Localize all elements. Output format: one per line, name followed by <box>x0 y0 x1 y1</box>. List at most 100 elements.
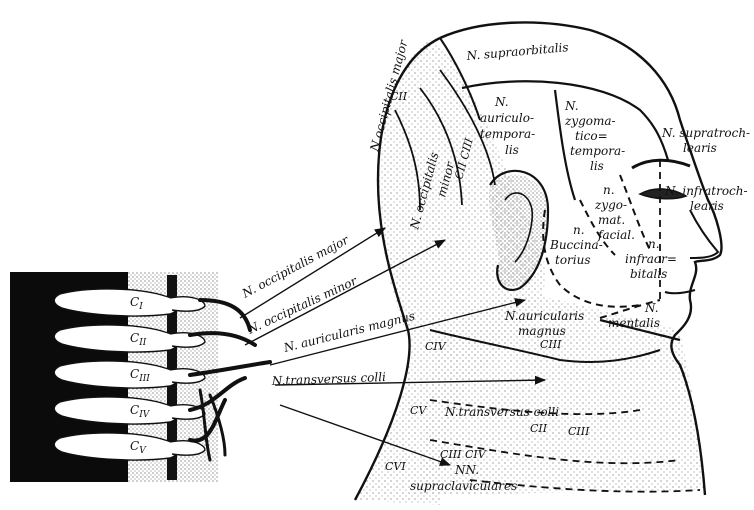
label-supraclaviculares-head: NN. supraclaviculares <box>410 463 517 493</box>
label-mentalis: N. mentalis <box>608 301 662 330</box>
arrow-occipitalis-major-line <box>239 227 386 319</box>
root-ci <box>198 298 252 332</box>
zygomaticotemporalis-line-1: N. <box>564 99 579 113</box>
vertebrae-group: CI CII CIII CIV CV <box>53 288 206 461</box>
vertebra-process-2 <box>169 332 206 348</box>
zygomaticotemporalis-line-5: lis <box>590 159 604 173</box>
vertebra-process-1 <box>169 296 206 312</box>
supratrochlearis-line-2: learis <box>683 141 717 155</box>
label-supraclaviculares-seg: CIII CIV <box>440 448 487 461</box>
label-auricularis-magnus-seg: CIII <box>540 338 562 351</box>
auriculotemporalis-line-1: N. <box>494 95 509 109</box>
head-outline <box>353 21 723 505</box>
buccinatorius-line-1: n. <box>573 223 585 237</box>
mouth-line <box>664 289 696 295</box>
infraorbitalis-line-3: bitalis <box>630 267 667 281</box>
ear-inner <box>504 192 533 263</box>
infratrochlearis-line-1: N. infratroch- <box>664 184 748 198</box>
label-transversus-colli-seg-1: CII <box>530 422 548 435</box>
arrow-supraclaviculares-line <box>279 404 452 466</box>
zygomaticotemporalis-line-2: zygoma- <box>564 114 616 128</box>
occipital-curve-3 <box>439 69 496 186</box>
vertebra-2 <box>53 324 179 353</box>
arrow-transversus-colli-line <box>274 375 547 386</box>
mentalis-line-1: N. <box>644 301 659 315</box>
zygomaticofacialis-line-1: n. <box>603 183 615 197</box>
label-arrow-transversus-colli: N.transversus colli <box>271 370 387 388</box>
vertebra-label-5: CV <box>130 439 147 456</box>
label-zygomaticofacialis: n. zygo- mat. facial. <box>594 183 635 242</box>
root-branch-1 <box>208 393 227 457</box>
vertebra-5 <box>53 432 179 461</box>
label-auricularis-magnus-head: N.auricularis magnus <box>504 309 588 338</box>
zygomatic-dashed-2 <box>619 174 651 251</box>
posterior-contour <box>353 36 441 501</box>
supraclaviculares-line-1: NN. <box>454 463 479 477</box>
label-auriculotemporalis: N. auriculo- tempora- lis <box>480 95 539 157</box>
zygomaticofacialis-line-4: facial. <box>597 228 635 242</box>
zygomaticotemporalis-line-3: tico= <box>575 129 608 143</box>
supraclaviculares-line-2: supraclaviculares <box>410 479 517 493</box>
root-branch-2 <box>198 388 212 462</box>
mentalis-line-2: mentalis <box>608 316 660 330</box>
buccinatorius-line-3: torius <box>555 253 591 267</box>
supraorbital-boundary <box>439 37 481 121</box>
buccinatorius-line-2: Buccina- <box>549 238 603 252</box>
zygomaticofacialis-line-3: mat. <box>598 213 625 227</box>
eye-line <box>638 188 688 200</box>
auricularis-magnus-line-1: N.auricularis <box>504 309 584 323</box>
nose-contour <box>689 209 720 259</box>
occipital-curve-2 <box>419 87 463 206</box>
neck-dashed-2 <box>429 439 681 465</box>
zygomaticofacialis-line-2: zygo- <box>594 198 627 212</box>
auriculotemporalis-line-4: lis <box>505 143 519 157</box>
vertebra-label-4: CIV <box>130 403 151 420</box>
label-occipitalis-major-seg: CII <box>390 90 408 103</box>
label-neck-cvi: CVI <box>385 460 406 473</box>
root-cv <box>188 398 227 443</box>
neck-boundary-solid <box>429 329 661 363</box>
vertebra-1 <box>53 288 179 317</box>
arrow-auricularis-magnus-line <box>269 298 527 366</box>
zygomatic-dashed-1 <box>579 199 616 256</box>
supraorbital-lower <box>461 80 670 161</box>
root-civ <box>188 376 247 412</box>
label-neck-civ: CIV <box>425 340 447 353</box>
label-zygomaticotemporalis: N. zygoma- tico= tempora- lis <box>564 99 629 173</box>
neck-stipple-region <box>420 296 705 495</box>
mental-dashed <box>599 299 661 319</box>
label-infratrochlearis: N. infratroch- learis <box>664 184 751 213</box>
auriculotemporal-boundary <box>553 89 577 201</box>
ear-contour <box>489 169 550 291</box>
neck-dashed-3 <box>469 479 701 493</box>
vertebra-process-5 <box>169 440 206 456</box>
occipital-stipple-region <box>355 40 546 505</box>
zygomaticotemporalis-line-4: tempora- <box>570 144 625 158</box>
vertebra-label-2: CII <box>130 331 147 348</box>
label-infraorbitalis: n. infraor= bitalis <box>625 237 681 281</box>
label-buccinatorius: n. Buccina- torius <box>549 223 607 267</box>
auriculotemporalis-line-3: tempora- <box>480 127 535 141</box>
vertebra-3 <box>53 360 179 389</box>
buccinator-dashed <box>542 209 641 308</box>
label-transversus-colli-head: N.transversus colli <box>444 405 559 419</box>
face-neck-boundary <box>599 318 681 342</box>
vertebra-4 <box>53 396 179 425</box>
vertebra-label-1: CI <box>130 295 143 312</box>
infraorbitalis-line-2: infraor= <box>625 252 677 266</box>
auriculotemporalis-line-2: auriculo- <box>480 111 534 125</box>
vertebra-label-3: CIII <box>130 367 150 384</box>
head-contour <box>439 21 723 496</box>
neck-dashed-1 <box>429 399 641 416</box>
eyebrow <box>631 158 691 170</box>
ear-stipple <box>488 174 549 288</box>
infratrochlearis-line-2: learis <box>690 199 724 213</box>
label-supraorbitalis: N. supraorbitalis <box>465 40 569 63</box>
label-neck-cv: CV <box>410 404 427 417</box>
root-ciii <box>188 360 272 377</box>
auricularis-magnus-line-2: magnus <box>518 324 566 338</box>
supratrochlearis-line-1: N. supratroch- <box>661 126 750 140</box>
nerve-arrows <box>239 227 547 466</box>
label-supratrochlearis: N. supratroch- learis <box>661 126 754 155</box>
